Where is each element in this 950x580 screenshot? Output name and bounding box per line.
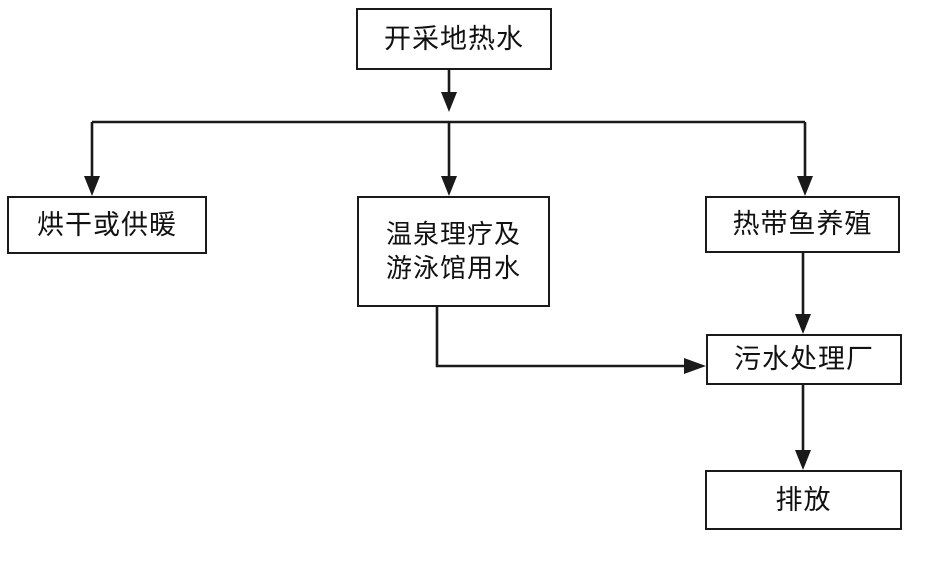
edge-bus-to-drying bbox=[84, 122, 100, 196]
edge-fish-to-treatment bbox=[795, 253, 811, 334]
edge-source-to-bus bbox=[441, 70, 457, 112]
node-hotspring-therapy-and-pool-water[interactable]: 温泉理疗及 游泳馆用水 bbox=[357, 196, 550, 307]
node-discharge[interactable]: 排放 bbox=[705, 470, 902, 530]
node-sewage-treatment-plant[interactable]: 污水处理厂 bbox=[706, 334, 902, 385]
edge-bus-to-fish bbox=[797, 122, 813, 196]
edge-spa-to-treatment bbox=[435, 307, 706, 374]
node-extract-geothermal-water[interactable]: 开采地热水 bbox=[356, 8, 552, 70]
node-drying-or-heating[interactable]: 烘干或供暖 bbox=[7, 196, 207, 254]
edge-treatment-to-discharge bbox=[795, 385, 811, 470]
edge-bus-to-spa bbox=[441, 122, 457, 196]
node-tropical-fish-farming[interactable]: 热带鱼养殖 bbox=[705, 196, 900, 253]
